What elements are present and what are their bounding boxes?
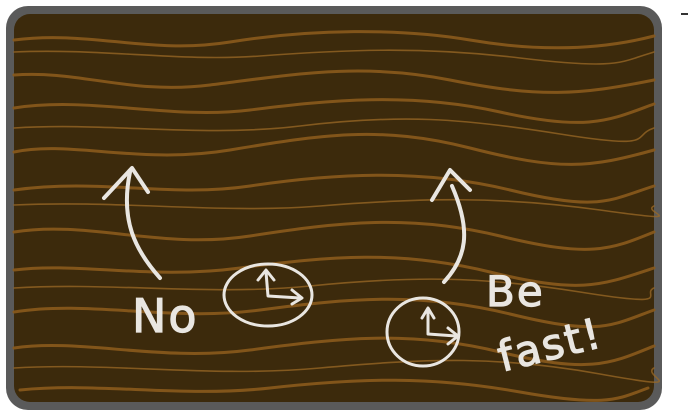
hint-label-no: No xyxy=(132,289,199,343)
left-hint: No xyxy=(102,166,314,344)
hint-label-be: Be xyxy=(486,267,545,316)
clock-icon xyxy=(222,262,314,328)
arrow-up-icon xyxy=(430,168,472,284)
arrow-up-icon xyxy=(102,166,162,280)
wood-grain xyxy=(12,30,661,402)
clock-icon xyxy=(385,296,461,368)
